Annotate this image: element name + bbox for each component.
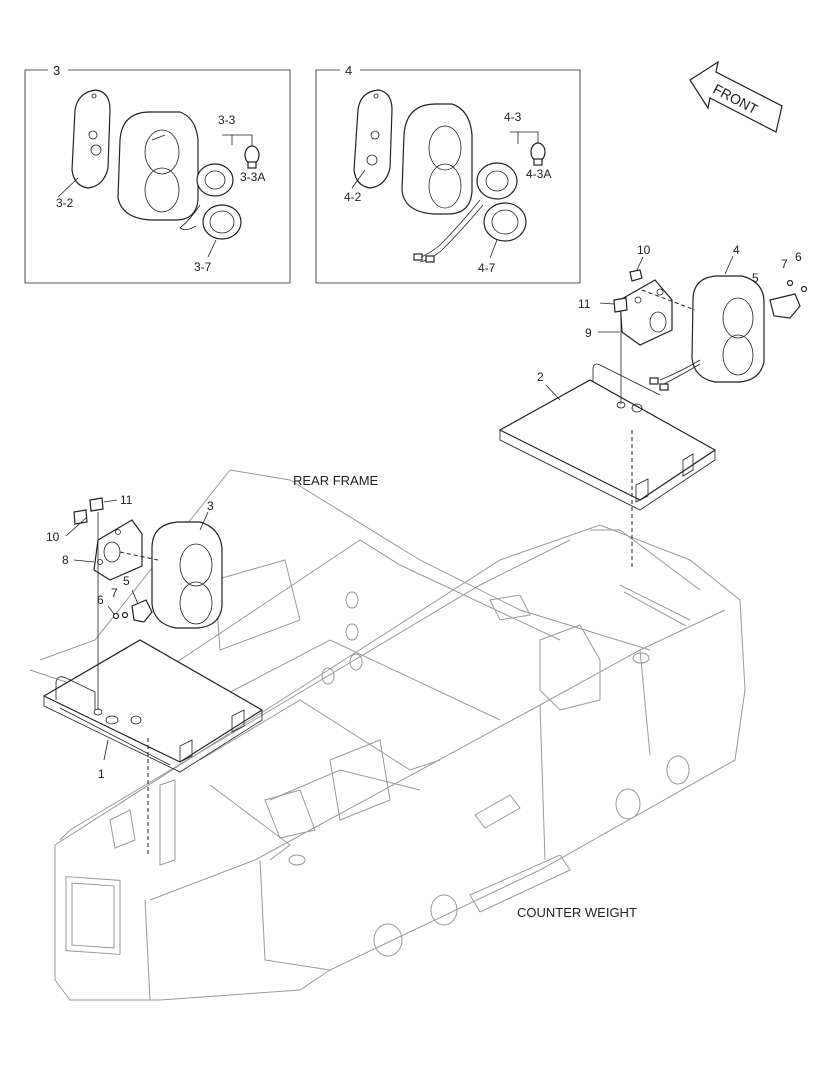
label-7-left: 7 bbox=[111, 586, 118, 600]
label-4-right: 4 bbox=[733, 243, 740, 257]
washer-7-left-icon bbox=[121, 611, 129, 619]
front-direction-arrow-icon: FRONT bbox=[689, 60, 783, 133]
label-4-3A: 4-3A bbox=[526, 167, 551, 181]
bolt-10-left-icon bbox=[73, 509, 88, 525]
clip-5-left-icon bbox=[131, 599, 153, 623]
inset-box-4: 4 4-2 4-3 4-3A 4-7 bbox=[315, 63, 581, 284]
label-9-right: 9 bbox=[585, 326, 592, 340]
label-3-3A: 3-3A bbox=[240, 170, 265, 184]
lens-4-7-icon bbox=[483, 202, 527, 242]
label-3-2: 3-2 bbox=[56, 196, 74, 210]
label-10-left: 10 bbox=[46, 530, 60, 544]
label-4-7: 4-7 bbox=[478, 261, 496, 275]
lamp-housing-4-icon bbox=[401, 103, 473, 215]
label-8-left: 8 bbox=[62, 553, 69, 567]
bulb-4-3A-icon bbox=[530, 142, 546, 162]
label-6-left: 6 bbox=[97, 593, 104, 607]
label-6-right: 6 bbox=[795, 250, 802, 264]
label-1-left: 1 bbox=[98, 767, 105, 781]
label-5-right: 5 bbox=[752, 271, 759, 285]
label-3-3: 3-3 bbox=[218, 113, 236, 127]
gasket-4-2-icon bbox=[353, 89, 393, 189]
label-2-right: 2 bbox=[537, 370, 544, 384]
gasket-3-2-icon bbox=[71, 89, 111, 189]
socket-4-icon bbox=[476, 162, 518, 200]
screw-6-left-icon bbox=[112, 612, 120, 620]
label-11-left: 11 bbox=[120, 493, 133, 507]
bolt-11-right-icon bbox=[613, 297, 628, 313]
socket-3-icon bbox=[196, 163, 234, 197]
lamp-3-icon bbox=[151, 521, 223, 629]
label-3-left: 3 bbox=[207, 499, 214, 513]
mounting-plate-1-icon bbox=[42, 639, 264, 763]
label-7-right: 7 bbox=[781, 257, 788, 271]
label-4-3: 4-3 bbox=[504, 110, 522, 124]
inset-box-3-title: 3 bbox=[53, 63, 60, 78]
label-5-left: 5 bbox=[123, 574, 130, 588]
clip-5-right-icon bbox=[769, 293, 801, 319]
inset-box-4-title: 4 bbox=[345, 63, 352, 78]
left-lamp-assembly: 11 3 10 8 5 7 6 1 bbox=[42, 493, 264, 855]
bracket-8-icon bbox=[93, 519, 143, 581]
bracket-9-icon bbox=[619, 279, 673, 346]
label-3-7: 3-7 bbox=[194, 260, 212, 274]
label-10-right: 10 bbox=[637, 243, 651, 257]
right-lamp-assembly: 10 4 6 7 5 11 9 2 bbox=[498, 243, 808, 570]
inset-box-3: 3 3-2 3-3 3-3A 3-7 bbox=[24, 63, 291, 284]
lamp-4-icon bbox=[691, 275, 765, 383]
bolt-11-left-icon bbox=[89, 497, 104, 512]
mounting-plate-2-icon bbox=[498, 379, 717, 501]
lamp-housing-3-icon bbox=[117, 111, 199, 221]
counter-weight-label: COUNTER WEIGHT bbox=[517, 905, 637, 920]
bulb-3-3A-icon bbox=[244, 145, 260, 165]
label-11-right: 11 bbox=[578, 297, 591, 311]
screw-6-right-icon bbox=[800, 285, 808, 293]
washer-7-right-icon bbox=[786, 279, 794, 287]
counter-weight-body bbox=[29, 469, 746, 1001]
bolt-10-right-icon bbox=[629, 269, 643, 282]
label-4-2: 4-2 bbox=[344, 190, 362, 204]
rear-frame-label: REAR FRAME bbox=[293, 473, 379, 488]
lens-3-7-icon bbox=[202, 204, 242, 240]
